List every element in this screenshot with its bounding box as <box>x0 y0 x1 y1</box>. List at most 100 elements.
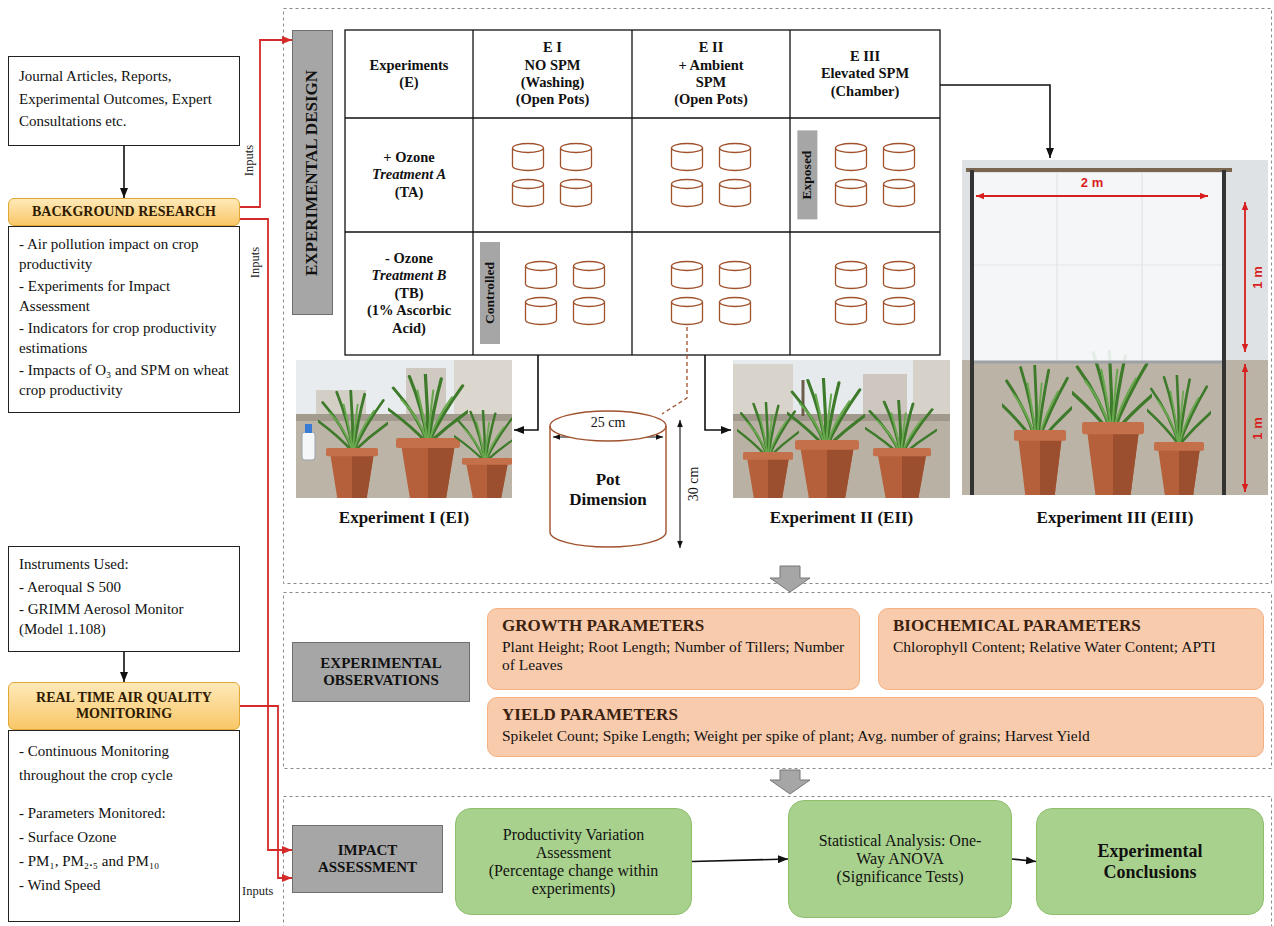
photo-experiment-2 <box>873 448 931 498</box>
pot-icon <box>720 262 751 289</box>
node-text: (Significance Tests) <box>837 868 964 886</box>
node-text: - Impacts of O₃ and SPM on wheat crop pr… <box>19 361 229 400</box>
dimension-arrow <box>679 420 680 548</box>
photo-experiment-1 <box>305 424 312 433</box>
dimension-label: 1 m <box>1256 427 1258 429</box>
connector <box>240 219 292 850</box>
bullet-box: - Continuous Monitoring throughout the c… <box>8 730 240 922</box>
table-cell-text: (1% Ascorbic Acid) <box>349 302 469 337</box>
pot-icon <box>672 262 703 289</box>
flow-arrow <box>514 355 538 430</box>
edge-label-text: Inputs <box>249 245 264 278</box>
edge-label-text: Inputs <box>241 884 274 899</box>
node-text: - Continuous Monitoring throughout the c… <box>19 739 229 787</box>
table-cell: E IIIElevated SPM(Chamber) <box>794 32 936 116</box>
design-table <box>345 117 940 118</box>
design-table <box>345 30 940 355</box>
photo-experiment-1 <box>454 410 516 462</box>
table-cell-text: (Washing) <box>521 74 585 91</box>
photo-experiment-1 <box>462 458 512 498</box>
flow-arrow <box>940 85 1050 158</box>
dashed-panel <box>284 9 1272 584</box>
table-cell-text: + Ambient <box>678 57 743 74</box>
source-box: Journal Articles, Reports, Experimental … <box>8 56 240 146</box>
node-text: BACKGROUND RESEARCH <box>32 204 216 220</box>
pot-icon <box>672 144 703 171</box>
photo-experiment-2 <box>865 400 937 456</box>
pot-icon <box>513 180 544 207</box>
table-cell-text: (Open Pots) <box>516 91 590 108</box>
treatment-tag: Controlled <box>489 292 491 294</box>
section-bar: BACKGROUND RESEARCH <box>8 198 240 226</box>
label-text: 30 cm <box>686 467 702 502</box>
treatment-tag: Exposed <box>806 174 808 176</box>
pot-icon <box>836 180 867 207</box>
photo-experiment-2 <box>743 452 793 498</box>
parameter-box: GROWTH PARAMETERSPlant Height; Root Leng… <box>487 608 860 690</box>
label-text: 1 m <box>1250 266 1265 288</box>
photo-chamber <box>1154 442 1204 495</box>
node-text: Pot Dimension <box>564 470 652 510</box>
table-cell: Experiments(E) <box>349 32 469 116</box>
photo-caption: Experiment III (EIII) <box>962 508 1268 528</box>
node-text: REAL TIME AIR QUALITY MONITORING <box>17 690 231 722</box>
photo-experiment-1 <box>396 438 460 498</box>
pot-icon <box>836 144 867 171</box>
node-text: - Aeroqual S 500 <box>19 578 229 598</box>
table-cell-text: (Open Pots) <box>674 91 748 108</box>
table-cell-text: (TA) <box>395 184 424 201</box>
dashed-leader <box>662 327 687 414</box>
dimension-label: 2 m <box>1062 175 1122 190</box>
node-text: - Indicators for crop productivity estim… <box>19 319 229 358</box>
node-text: - Experiments for Impact Assessment <box>19 277 229 316</box>
table-cell-text: (TB) <box>395 285 424 302</box>
pot-icon <box>836 262 867 289</box>
photo-experiment-1 <box>326 448 378 498</box>
panel-title: EXPERIMENTAL DESIGN <box>292 30 333 315</box>
node-text: - GRIMM Aerosol Monitor (Model 1.108) <box>19 600 229 639</box>
node-text: YIELD PARAMETERS <box>502 705 1249 725</box>
dashed-panel <box>284 9 1272 926</box>
process-box: Productivity Variation Assessment(Percen… <box>455 808 692 915</box>
pot-icon <box>672 298 703 325</box>
flow-arrow <box>705 355 731 430</box>
edge-label: Inputs <box>249 159 251 161</box>
photo-chamber <box>970 170 974 495</box>
pot-icon <box>720 180 751 207</box>
label-text: Experiment II (EII) <box>733 508 950 528</box>
pot-icon <box>513 144 544 171</box>
photo-experiment-1 <box>296 360 516 498</box>
table-cell: E II+ AmbientSPM(Open Pots) <box>636 32 786 116</box>
photo-experiment-2 <box>787 378 865 448</box>
pot-icon <box>513 144 915 325</box>
pot-icon <box>574 262 605 289</box>
label-text: Experiment I (EI) <box>296 508 512 528</box>
table-cell: - OzoneTreatment B(TB)(1% Ascorbic Acid) <box>349 234 469 353</box>
pot-icon <box>720 298 751 325</box>
photo-chamber <box>1222 170 1226 495</box>
table-cell-text: - Ozone <box>385 250 433 267</box>
label-text: 2 m <box>1062 175 1122 190</box>
label-text: 25 cm <box>578 415 638 431</box>
cylinder-outline <box>550 426 666 547</box>
table-cell: + OzoneTreatment A(TA) <box>349 120 469 230</box>
design-table <box>345 231 940 232</box>
table-cell-text: NO SPM <box>525 57 581 74</box>
node-text: GROWTH PARAMETERS <box>502 616 845 636</box>
node-text: - Air pollution impact on crop productiv… <box>19 235 229 274</box>
photo-experiment-2 <box>733 360 950 498</box>
photo-experiment-2 <box>795 440 859 498</box>
node-text: - Surface Ozone <box>19 825 229 849</box>
node-text: Instruments Used: <box>19 555 229 575</box>
photo-experiment-2 <box>733 360 950 498</box>
table-cell-text: E III <box>850 48 880 65</box>
connector <box>692 859 788 862</box>
edge-label-text: Inputs <box>243 143 258 176</box>
node-text: IMPACT ASSESSMENT <box>303 842 432 876</box>
photo-chamber <box>972 265 1224 266</box>
label-text: Exposed <box>797 131 817 220</box>
table-cell-text: Experiments <box>370 57 449 74</box>
photo-chamber <box>1057 172 1058 362</box>
photo-experiment-1 <box>388 374 468 444</box>
photo-chamber <box>962 160 1268 495</box>
